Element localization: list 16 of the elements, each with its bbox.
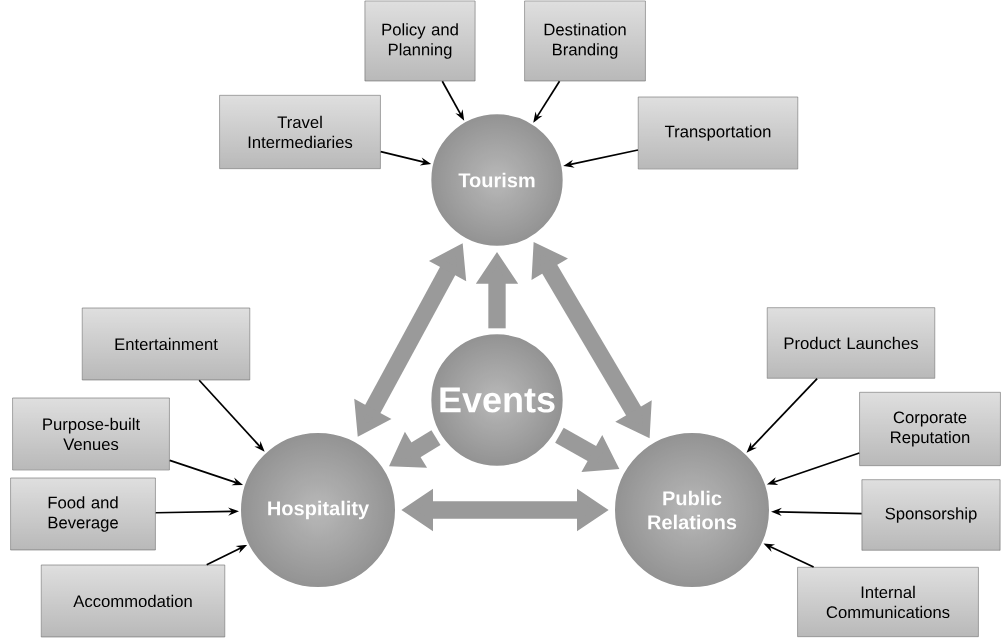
text-box: Product Launches — [766, 307, 936, 379]
text-box: Food and Beverage — [10, 477, 156, 551]
text-box: Entertainment — [81, 307, 251, 381]
text-box: Travel Intermediaries — [219, 95, 381, 169]
text-box: Corporate Reputation — [859, 392, 1001, 466]
text-box: Purpose-built Venues — [12, 397, 170, 471]
text-box: Transportation — [637, 96, 799, 170]
circle-node: Hospitality — [239, 431, 397, 589]
circle-node: Events — [429, 332, 565, 468]
text-box: Internal Communications — [797, 567, 979, 637]
text-box: Sponsorship — [861, 479, 1001, 551]
text-box: Policy and Planning — [364, 0, 476, 82]
text-box: Destination Branding — [524, 0, 646, 82]
circle-node: Tourism — [429, 112, 565, 248]
circle-node: Public Relations — [613, 431, 771, 589]
text-box: Accommodation — [40, 564, 226, 638]
